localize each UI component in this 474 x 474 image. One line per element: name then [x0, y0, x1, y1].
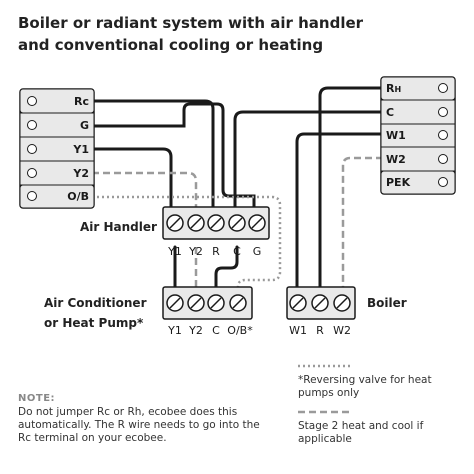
page-title: Boiler or radiant system with air handle… [18, 12, 458, 56]
boiler-screw-r-slot [314, 297, 326, 309]
boiler-block: W1 R W2 [286, 286, 356, 337]
ac-screw-1-slot [190, 297, 202, 309]
ah-screw-r-slot [210, 217, 222, 229]
wire-rh-to-boiler-r [318, 86, 385, 294]
wire-ah-c-to-ac-c [214, 245, 239, 294]
boiler-screw-w2-slot [336, 297, 348, 309]
ac-screw-0-slot [169, 297, 181, 309]
ac-screw-2-slot [210, 297, 222, 309]
left-terminal-g: G [80, 119, 89, 132]
left-terminal-ob: O/B [67, 190, 89, 203]
wire-ob-to-ac-ob [92, 195, 282, 292]
boiler-label: Boiler [367, 296, 407, 310]
dashed-wires [92, 156, 383, 414]
title-line-1: Boiler or radiant system with air handle… [18, 14, 364, 32]
legend-dotted-text: *Reversing valve for heat pumps only [298, 374, 432, 399]
right-terminal-w2: W2 [386, 153, 406, 166]
ah-screw-y2-slot [190, 217, 202, 229]
note-heading: NOTE: [18, 393, 56, 404]
wire-y1-to-ah-y1 [90, 147, 173, 214]
boiler-terminal-r: R [316, 324, 324, 337]
right-terminal-c: C [386, 106, 394, 119]
right-terminal-pek: PEK [386, 176, 411, 189]
ac-label-line-2: or Heat Pump* [44, 316, 144, 330]
ac-label-line-1: Air Conditioner [44, 296, 147, 310]
ac-terminal-2: C [212, 324, 220, 337]
air-handler-label: Air Handler [80, 220, 157, 234]
boiler-terminal-w1: W1 [289, 324, 307, 337]
ah-terminal-y2: Y2 [188, 245, 203, 258]
ac-screw-3-slot [232, 297, 244, 309]
ac-terminal-0: Y1 [167, 324, 182, 337]
note-text: Do not jumper Rc or Rh, ecobee does this… [18, 406, 260, 444]
ah-terminal-r: R [212, 245, 220, 258]
title-line-2: and conventional cooling or heating [18, 36, 324, 54]
ah-screw-y1-slot [169, 217, 181, 229]
dotted-wires [92, 195, 350, 368]
wire-y2-to-ah-y2 [92, 171, 198, 212]
left-terminal-y1: Y1 [72, 143, 89, 156]
wire-w1-to-boiler-w1 [295, 132, 385, 294]
left-terminal-rc: Rc [74, 95, 89, 108]
wire-g-to-ah-g [90, 102, 256, 214]
ac-terminal-3: O/B* [227, 324, 253, 337]
right-terminal-w1: W1 [386, 129, 406, 142]
boiler-screw-w1-slot [292, 297, 304, 309]
ah-terminal-g: G [253, 245, 262, 258]
ah-screw-c-slot [231, 217, 243, 229]
legend-dashed-text: Stage 2 heat and cool if applicable [298, 420, 424, 445]
ac-block: Y1 Y2 C O/B* [162, 286, 253, 337]
ah-screw-g-slot [251, 217, 263, 229]
wire-w2-to-boiler-w2 [341, 156, 383, 292]
left-terminal-y2: Y2 [72, 167, 89, 180]
wires [90, 86, 385, 294]
boiler-terminal-w2: W2 [333, 324, 351, 337]
ac-terminal-1: Y2 [188, 324, 203, 337]
ah-terminal-c: C [233, 245, 241, 258]
wire-c-to-ah-c [233, 110, 385, 214]
right-terminal-rh: RH [386, 82, 401, 95]
ah-terminal-y1: Y1 [167, 245, 182, 258]
